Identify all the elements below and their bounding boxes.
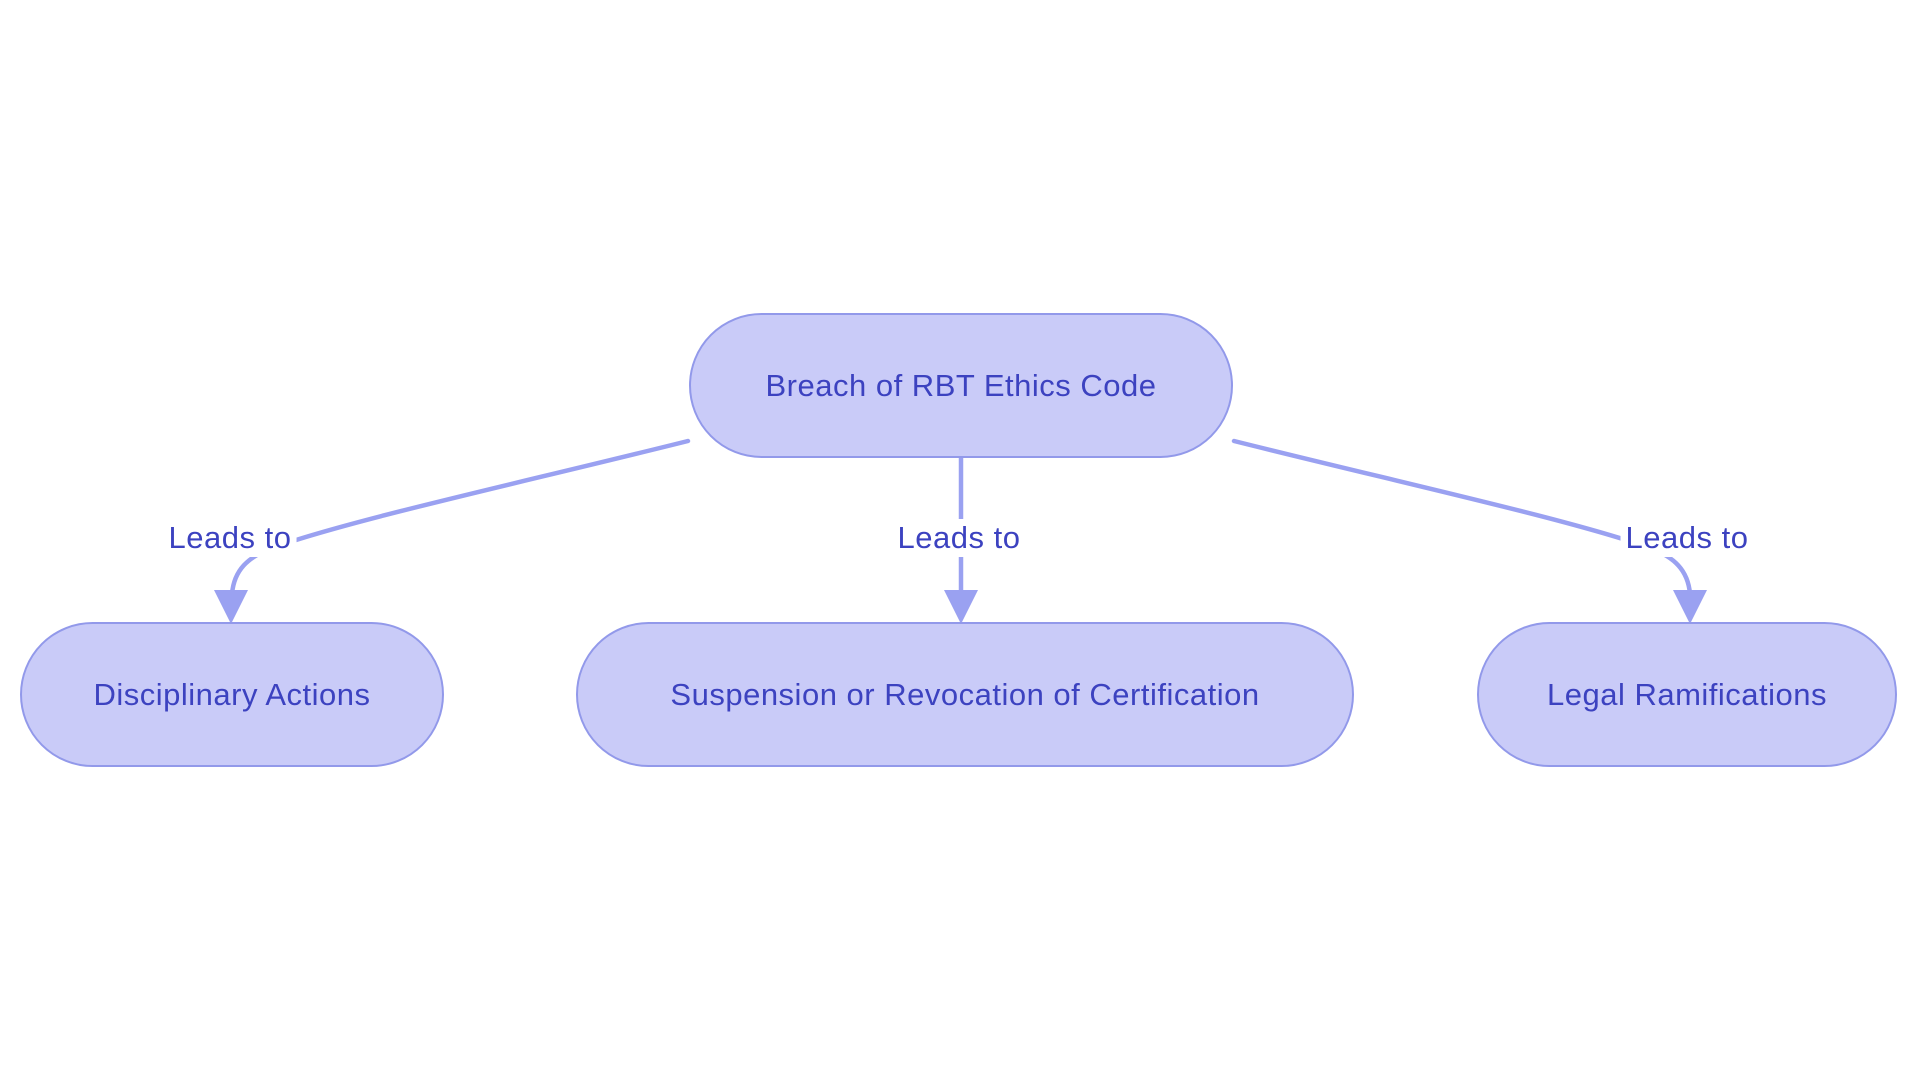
arrowhead-legal-icon [1673, 590, 1707, 624]
edge-label-leads-to-suspension: Leads to [892, 519, 1026, 557]
edge-breach-to-legal [1231, 438, 1693, 597]
node-label: Legal Ramifications [1546, 676, 1828, 712]
edge-label-leads-to-disciplinary: Leads to [163, 519, 297, 557]
edge-breach-to-disciplinary [229, 438, 691, 597]
edge-label-leads-to-legal: Leads to [1620, 519, 1754, 557]
node-legal-ramifications: Legal Ramifications [1477, 622, 1897, 767]
arrowhead-suspension-icon [944, 590, 978, 624]
node-label: Breach of RBT Ethics Code [765, 367, 1157, 403]
node-suspension-or-revocation: Suspension or Revocation of Certificatio… [576, 622, 1354, 767]
node-label: Disciplinary Actions [93, 676, 371, 712]
node-disciplinary-actions: Disciplinary Actions [20, 622, 444, 767]
node-label: Suspension or Revocation of Certificatio… [670, 676, 1260, 712]
arrowhead-disciplinary-icon [214, 590, 248, 624]
node-breach-of-rbt-ethics-code: Breach of RBT Ethics Code [689, 313, 1233, 458]
